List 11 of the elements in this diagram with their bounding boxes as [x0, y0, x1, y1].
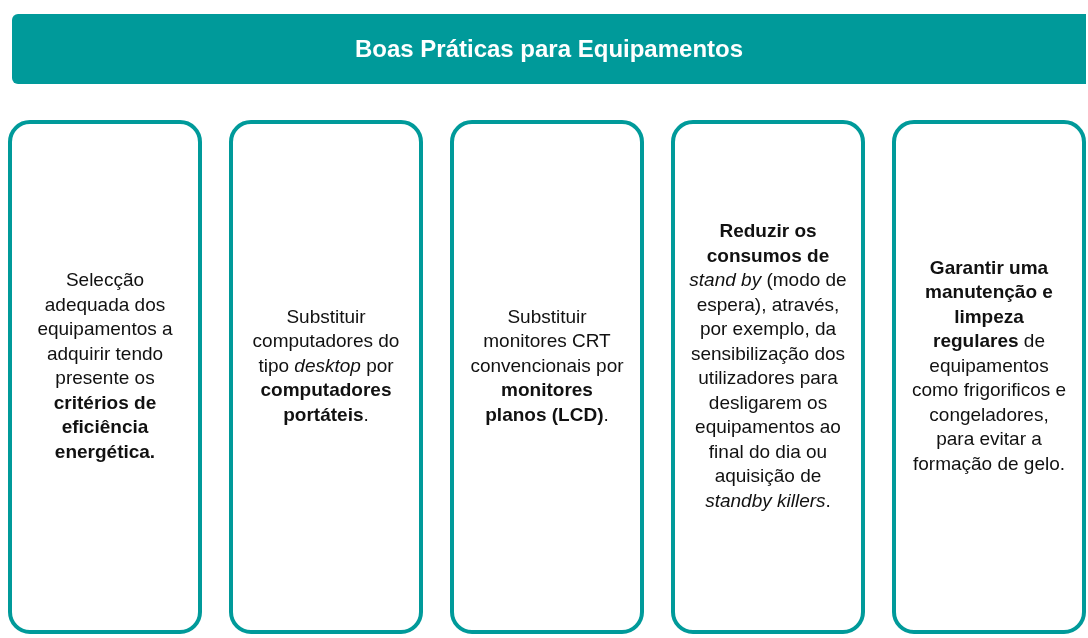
card-text: Reduzir os consumos de stand by (modo de espera), através, por exemplo, da sensibilização dos utilizadores para desligarem os equipamentos ao final do dia ou aquisição de standby killers.: [689, 219, 847, 513]
practice-card: [892, 120, 1086, 634]
practice-card: [450, 120, 644, 634]
practice-card: [229, 120, 423, 634]
card-text: Substituir computadores do tipo desktop por computadores portáteis.: [251, 304, 401, 427]
practice-card: [671, 120, 865, 634]
title: Boas Práticas para Equipamentos: [354, 35, 744, 63]
card-text: Selecção adequada dos equipamentos a adquirir tendo presente os critérios de eficiência energética.: [36, 268, 174, 464]
card-text: Garantir uma manutenção e limpeza regulares de equipamentos como frigorificos e congeladores, para evitar a formação de gelo.: [910, 255, 1068, 476]
practice-card: [8, 120, 202, 634]
card-text: Substituir monitores CRT convencionais por monitores planos (LCD).: [469, 304, 625, 427]
